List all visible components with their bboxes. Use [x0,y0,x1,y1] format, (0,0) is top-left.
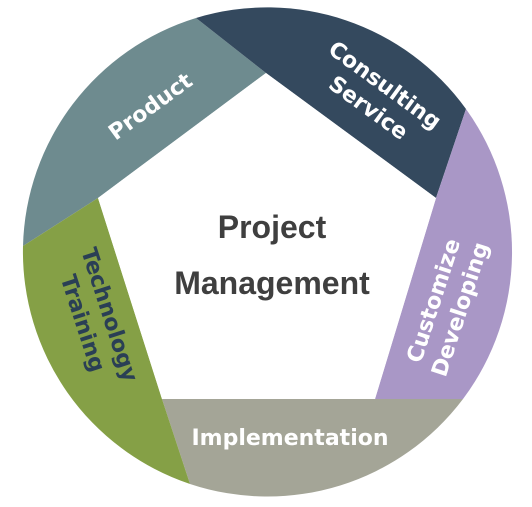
center-pentagon [98,73,436,399]
segment-consulting-service [196,7,466,199]
segment-technology-training [22,198,191,484]
label-implementation: Implementation [191,426,388,451]
segment-product [23,18,266,246]
segment-implementation [162,399,463,497]
center-title-line-1: Project [218,209,327,245]
segment-customize-developing [375,109,513,399]
center-title-line-2: Management [174,265,370,301]
